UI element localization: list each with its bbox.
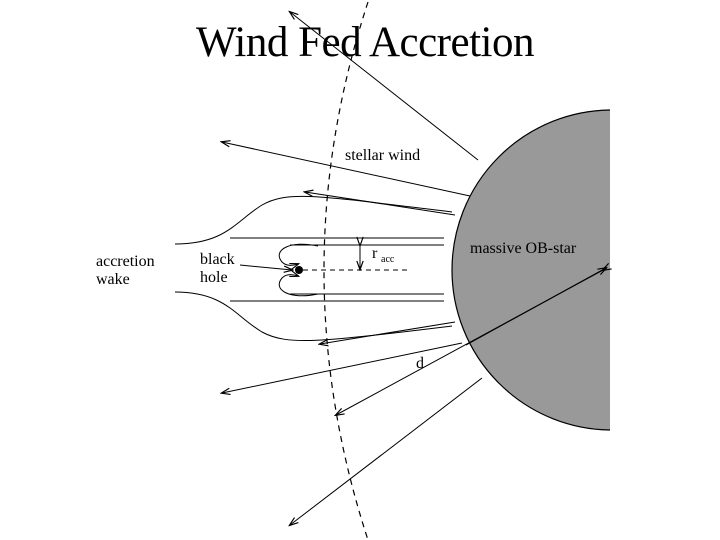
label-hole: hole: [200, 269, 228, 286]
wind-arrow: [222, 142, 471, 197]
wind-arrow: [290, 377, 483, 525]
label-black: black: [200, 251, 235, 268]
star-arrow: [465, 268, 606, 346]
label-r-subscript: acc: [381, 254, 395, 265]
wake-lower-curve: [174, 291, 453, 342]
label-stellar-wind: stellar wind: [345, 147, 420, 164]
black-hole-pointer: [239, 264, 292, 270]
wind-arrow: [290, 12, 479, 161]
wind-arrow: [222, 342, 463, 393]
label-d: d: [416, 355, 424, 372]
slide-title: Wind Fed Accretion: [196, 19, 534, 66]
flow-hook: [278, 275, 319, 297]
label-accretion: accretion: [96, 253, 155, 270]
massive-star: [451, 109, 610, 431]
label-r: r: [372, 245, 378, 262]
label-star: massive OB-star: [470, 240, 577, 257]
flow-hook: [278, 243, 319, 265]
label-wake: wake: [96, 271, 130, 288]
orbit-arc: [323, 1, 369, 540]
wind-arrow: [320, 321, 456, 344]
wake-upper-curve: [174, 195, 453, 245]
black-hole-dot: [295, 266, 303, 274]
